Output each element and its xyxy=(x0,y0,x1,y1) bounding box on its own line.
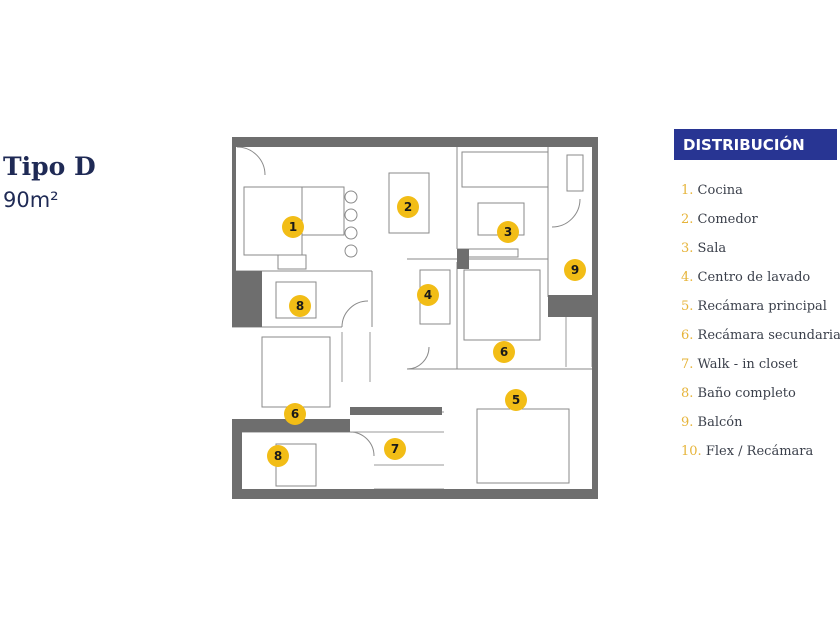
list-item: 6. Recámara secundaria xyxy=(681,328,840,343)
list-item: 5. Recámara principal xyxy=(681,299,827,314)
list-item: 1. Cocina xyxy=(681,183,743,198)
svg-text:5: 5 xyxy=(512,393,520,407)
svg-text:2: 2 xyxy=(404,200,412,214)
plan-marker-1: 1 xyxy=(282,216,304,238)
plan-marker-6b: 6 xyxy=(284,403,306,425)
plan-marker-6a: 6 xyxy=(493,341,515,363)
distribution-list: 1. Cocina 2. Comedor 3. Sala 4. Centro d… xyxy=(681,183,840,473)
svg-text:6: 6 xyxy=(291,407,299,421)
svg-text:1: 1 xyxy=(289,220,297,234)
svg-text:8: 8 xyxy=(274,449,282,463)
svg-text:7: 7 xyxy=(391,442,399,456)
plan-marker-5: 5 xyxy=(505,389,527,411)
plan-marker-8b: 8 xyxy=(267,445,289,467)
list-item: 8. Baño completo xyxy=(681,386,796,401)
list-item: 4. Centro de lavado xyxy=(681,270,811,285)
list-item: 7. Walk - in closet xyxy=(681,357,798,372)
plan-marker-9: 9 xyxy=(564,259,586,281)
plan-marker-3: 3 xyxy=(497,221,519,243)
list-item: 3. Sala xyxy=(681,241,727,256)
svg-text:9: 9 xyxy=(571,263,579,277)
floor-plan: 1 2 3 4 5 6 6 7 8 8 9 xyxy=(232,137,598,499)
svg-text:3: 3 xyxy=(504,225,512,239)
plan-marker-8a: 8 xyxy=(289,295,311,317)
list-item: 2. Comedor xyxy=(681,212,758,227)
list-item: 10. Flex / Recámara xyxy=(681,444,814,459)
plan-marker-4: 4 xyxy=(417,284,439,306)
svg-text:8: 8 xyxy=(296,299,304,313)
unit-title: Tipo D xyxy=(3,152,96,181)
unit-area: 90m² xyxy=(3,188,59,212)
plan-marker-7: 7 xyxy=(384,438,406,460)
plan-marker-2: 2 xyxy=(397,196,419,218)
svg-text:4: 4 xyxy=(424,288,432,302)
distribution-header: DISTRIBUCIÓN xyxy=(674,129,837,160)
svg-text:6: 6 xyxy=(500,345,508,359)
list-item: 9. Balcón xyxy=(681,415,743,430)
